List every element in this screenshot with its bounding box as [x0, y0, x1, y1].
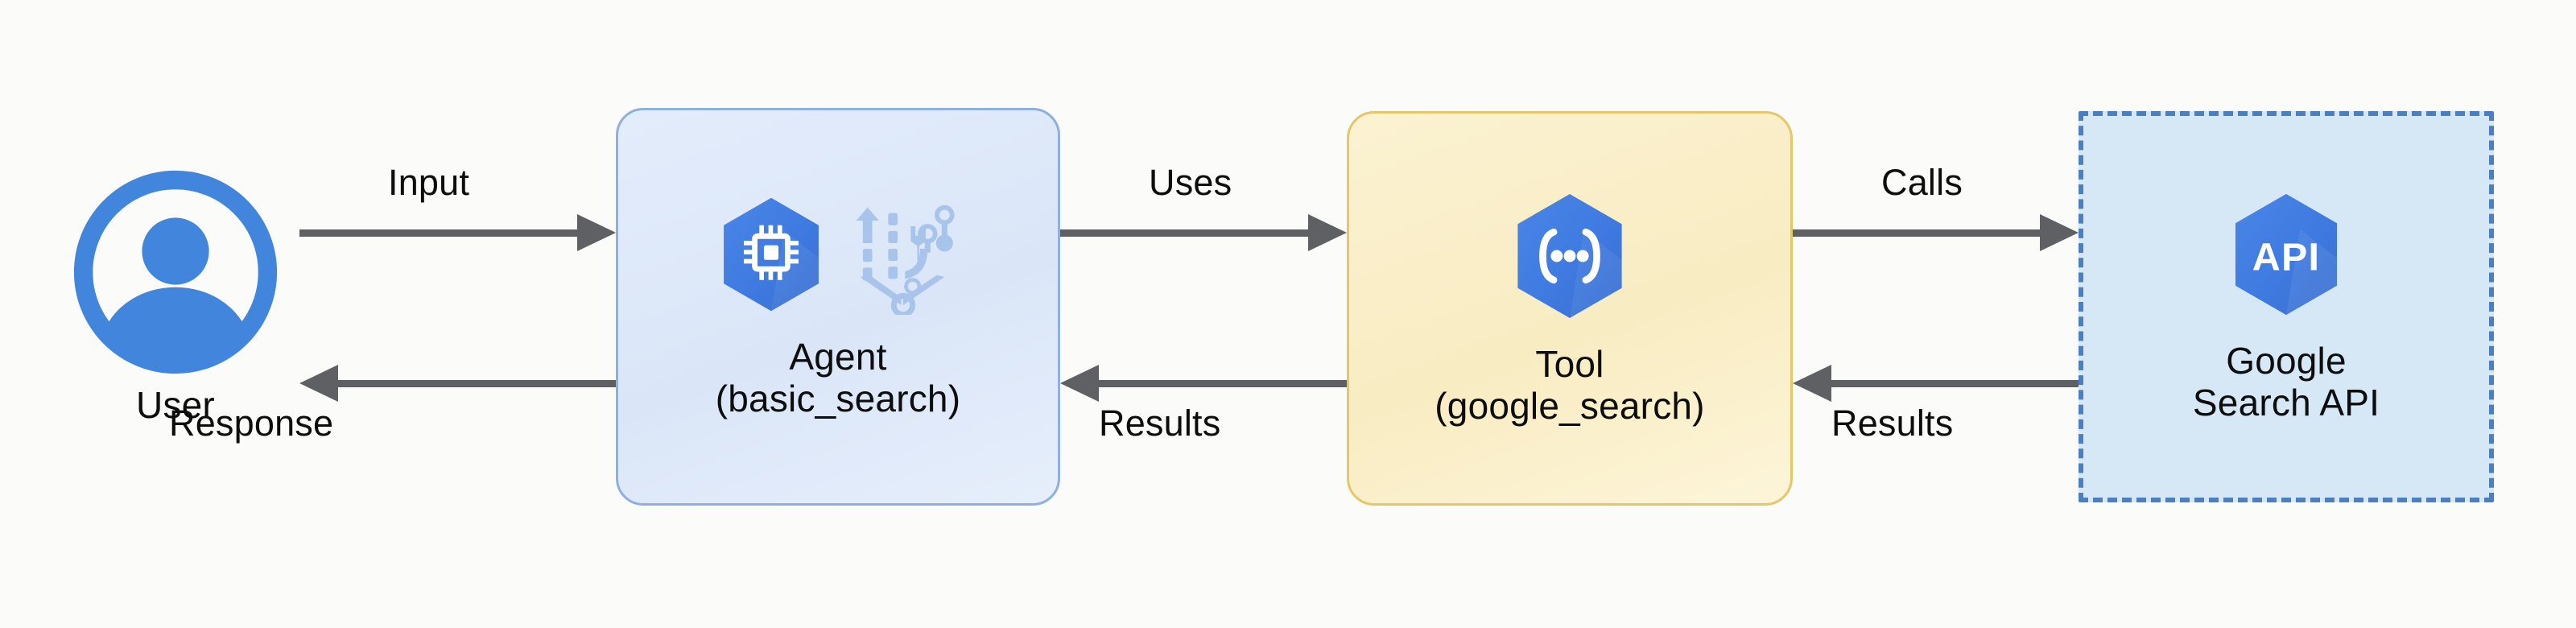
- edge-tool-to-api-label: Calls: [1881, 162, 1963, 203]
- edge-tool-to-agent-line: [1099, 380, 1347, 387]
- node-user[interactable]: User: [71, 167, 309, 426]
- edge-agent-to-user-arrowhead: [299, 365, 338, 402]
- edge-user-to-agent-line: [299, 229, 577, 237]
- node-tool[interactable]: Tool (google_search): [1347, 111, 1793, 506]
- node-google-search-api[interactable]: API Google Search API: [2079, 111, 2494, 502]
- node-user-label: User: [136, 384, 215, 426]
- edge-user-to-agent-label: Input: [388, 162, 470, 203]
- edge-tool-to-api-line: [1793, 229, 2040, 237]
- edge-agent-to-tool-line: [1060, 229, 1308, 237]
- edge-user-to-agent-arrowhead: [577, 214, 616, 251]
- node-agent-label: Agent (basic_search): [715, 335, 961, 419]
- edge-api-to-tool-label: Results: [1831, 403, 1954, 444]
- braces-hexagon-icon: [1509, 190, 1630, 326]
- edge-tool-to-agent-label: Results: [1099, 403, 1221, 444]
- node-google-search-api-label: Google Search API: [2192, 339, 2380, 423]
- svg-text:API: API: [2252, 235, 2320, 279]
- chip-hexagon-icon: [716, 194, 826, 319]
- edge-api-to-tool-arrowhead: [1793, 365, 1831, 402]
- edge-agent-to-tool-label: Uses: [1149, 162, 1232, 203]
- node-tool-label: Tool (google_search): [1435, 342, 1705, 427]
- tool-icon-row: [1509, 190, 1630, 326]
- edge-agent-to-user-label: Response: [169, 403, 334, 444]
- api-hexagon-icon: API: [2227, 190, 2346, 323]
- edge-agent-to-tool-arrowhead: [1308, 214, 1347, 251]
- edge-tool-to-api-arrowhead: [2040, 214, 2079, 251]
- data-pipeline-icon: [847, 194, 960, 319]
- user-avatar-icon: [71, 167, 280, 377]
- api-icon-row: API: [2227, 190, 2346, 323]
- node-agent[interactable]: Agent (basic_search): [616, 108, 1060, 506]
- edge-agent-to-user-line: [338, 380, 616, 387]
- agent-icon-row: [716, 194, 960, 319]
- edge-api-to-tool-line: [1831, 380, 2079, 387]
- edge-tool-to-agent-arrowhead: [1060, 365, 1099, 402]
